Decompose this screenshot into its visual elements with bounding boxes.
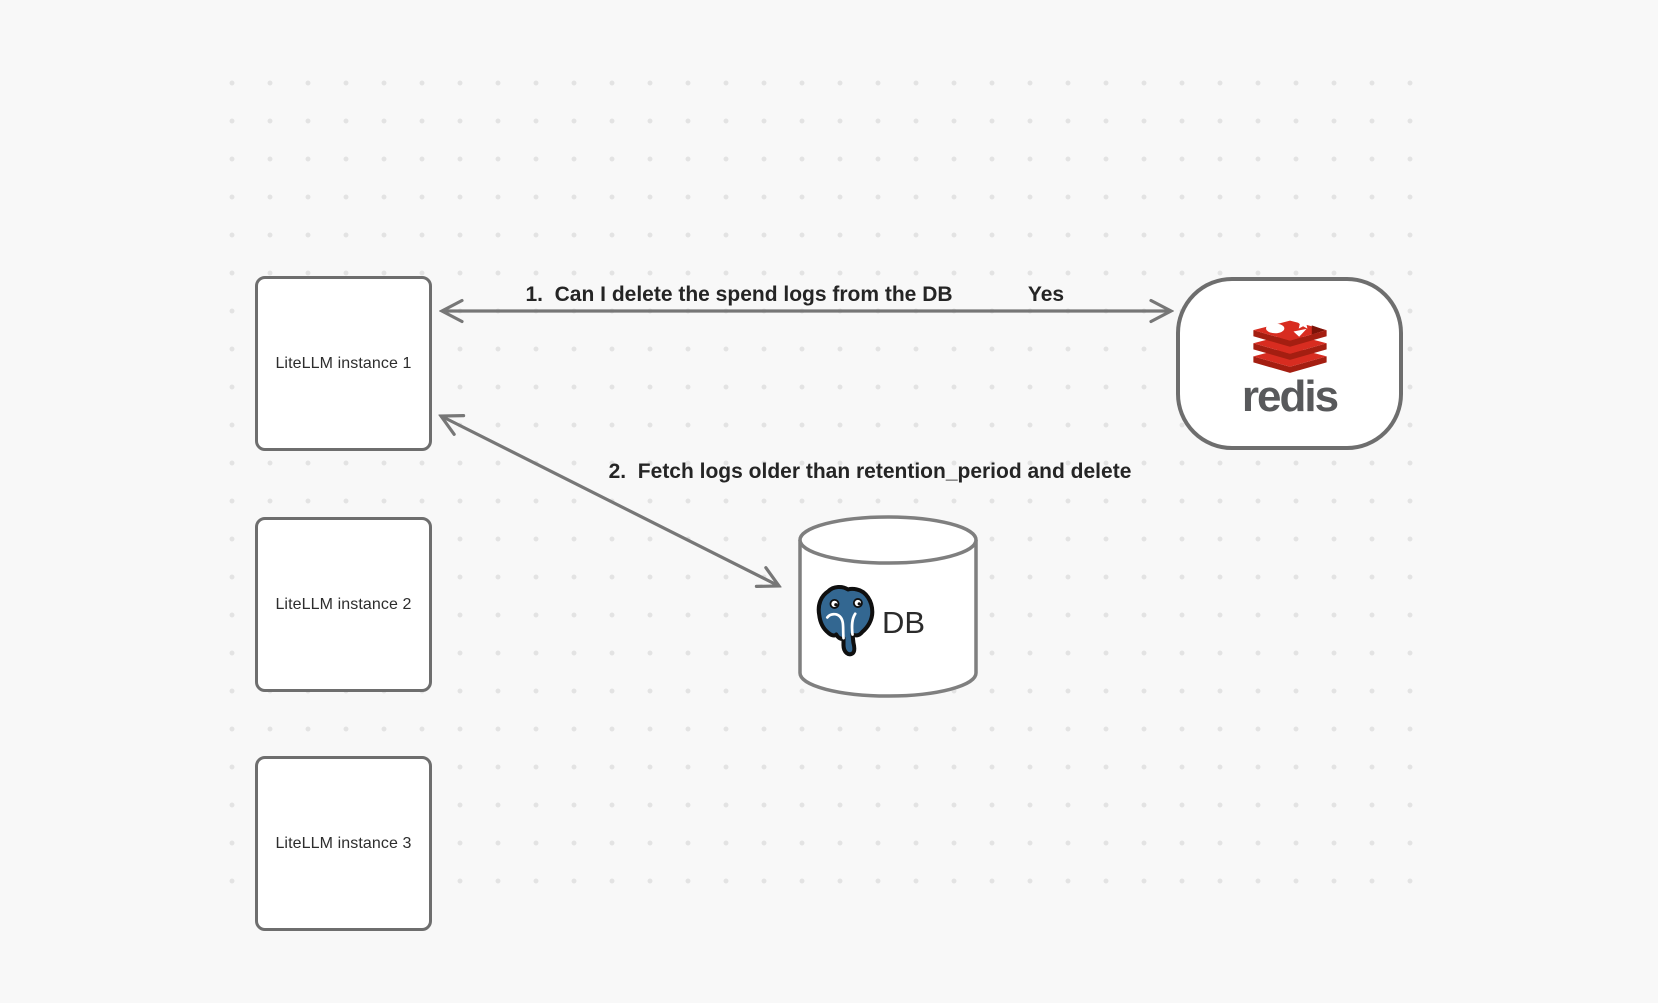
- node-redis: redis: [1176, 277, 1403, 450]
- edge-1-label: 1. Can I delete the spend logs from the …: [525, 283, 953, 306]
- node-litellm-instance-2: LiteLLM instance 2: [255, 517, 432, 692]
- node-database: DB: [796, 513, 980, 703]
- node-label: LiteLLM instance 2: [275, 595, 412, 613]
- database-cylinder-icon: [798, 515, 978, 698]
- postgresql-elephant-icon: [816, 585, 875, 657]
- database-label: DB: [882, 605, 926, 640]
- redis-wordmark: redis: [1241, 371, 1339, 421]
- node-litellm-instance-1: LiteLLM instance 1: [255, 276, 432, 451]
- redis-stack-icon: [1252, 315, 1327, 373]
- node-litellm-instance-3: LiteLLM instance 3: [255, 756, 432, 931]
- node-label: LiteLLM instance 3: [275, 834, 412, 852]
- node-label: LiteLLM instance 1: [275, 354, 412, 372]
- edge-2-label: 2. Fetch logs older than retention_perio…: [608, 460, 1132, 483]
- edge-1-response-label: Yes: [1027, 283, 1065, 306]
